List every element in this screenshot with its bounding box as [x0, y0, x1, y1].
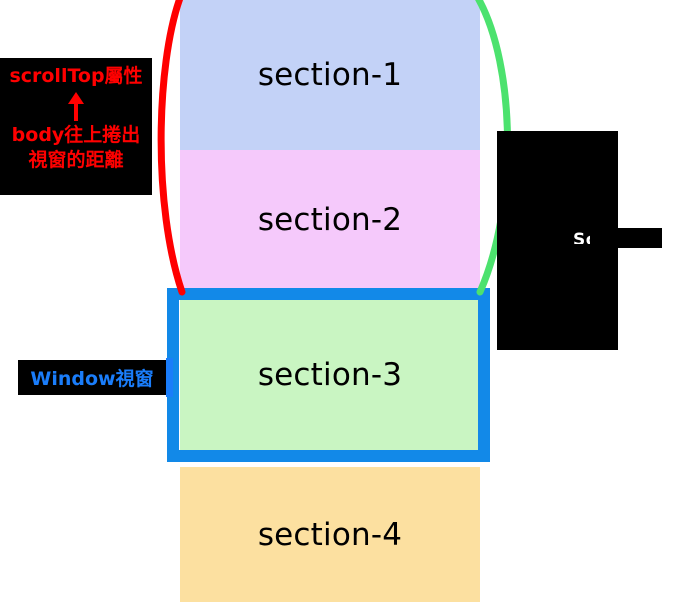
section-4-block: section-4: [180, 467, 480, 602]
up-arrow-icon: [68, 92, 84, 121]
section-1-block: section-1: [180, 0, 480, 150]
section-3-block: section-3: [180, 300, 480, 450]
scrollheight-redaction-bar: [590, 228, 662, 248]
scrolltop-callout-line-3: 視窗的距離: [28, 149, 124, 171]
window-viewport-callout: Window視窗: [18, 360, 166, 395]
window-viewport-frame: [167, 288, 490, 462]
scrolltop-callout-line-2: body往上捲出: [11, 124, 141, 146]
scrolltop-callout-line-1: scrollTop屬性: [9, 65, 143, 87]
scrolltop-callout: scrollTop屬性 body往上捲出 視窗的距離: [0, 58, 152, 195]
scrollheight-redaction-bar-lower: [573, 244, 618, 254]
window-viewport-label: Window視窗: [30, 368, 154, 390]
section-2-block: section-2: [180, 150, 480, 290]
window-callout-tick: [166, 358, 173, 397]
